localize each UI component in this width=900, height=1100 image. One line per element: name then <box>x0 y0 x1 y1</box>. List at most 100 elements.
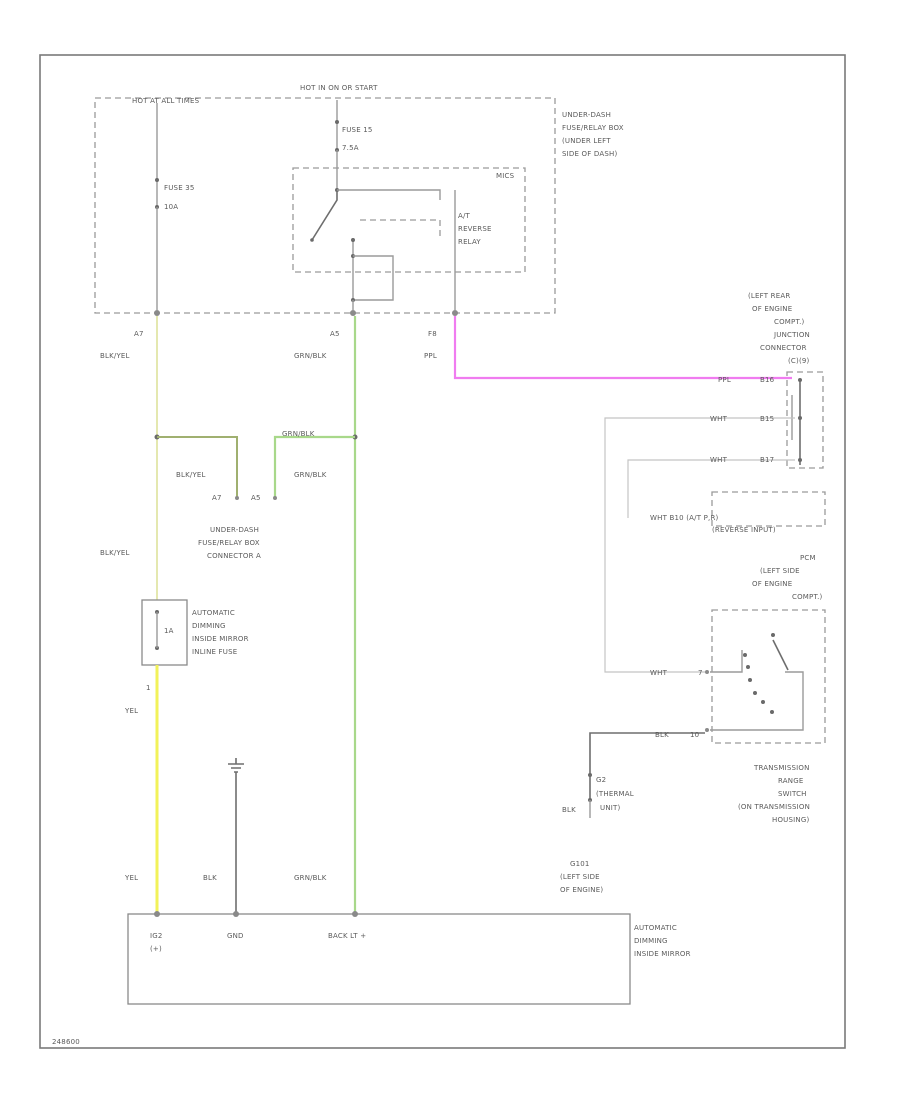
label-wht-trs: WHT <box>650 669 668 677</box>
relay-coil-loop <box>353 255 394 301</box>
wire-relay-feed-to-coil <box>337 189 441 200</box>
pin-a5-terminal <box>350 310 356 316</box>
label-g101-3: OF ENGINE) <box>560 886 603 894</box>
trs-pin-10 <box>705 728 709 732</box>
label-g101-2: (LEFT SIDE <box>560 873 600 881</box>
trs-contact-3 <box>748 678 752 682</box>
label-pcm-4: COMPT.) <box>792 593 823 601</box>
wire-wht-1 <box>604 417 795 673</box>
label-blk-yel-lower: BLK/YEL <box>100 549 130 557</box>
label-blk-g2: BLK <box>562 806 576 814</box>
relay-switch-arm <box>311 190 338 241</box>
label-pcm-1: PCM <box>800 554 816 562</box>
label-left-rear-1: (LEFT REAR <box>748 292 790 300</box>
trs-contact-1 <box>743 653 747 657</box>
label-blk-trs-pin: 10 <box>690 731 699 739</box>
label-underdash-box-3: (UNDER LEFT <box>562 137 611 145</box>
label-grn-blk-bottom: GRN/BLK <box>294 874 327 882</box>
trs-switch-outline <box>710 650 804 731</box>
label-trs-2: RANGE <box>778 777 803 785</box>
label-auto-dim-mirror-1: AUTOMATIC <box>634 924 677 932</box>
trs-contact-2 <box>746 665 750 669</box>
label-fuse-35-amp: 10A <box>164 203 178 211</box>
label-left-rear-3: COMPT.) <box>774 318 805 326</box>
label-underdash-box-2: FUSE/RELAY BOX <box>562 124 624 132</box>
label-wht-pin2: B17 <box>760 456 774 464</box>
label-wht-trs-pin: 7 <box>698 669 703 677</box>
label-connector-pin-a5: A5 <box>251 494 261 502</box>
label-gnd-pin: GND <box>227 932 244 940</box>
label-trs-1: TRANSMISSION <box>753 764 810 772</box>
label-trs-3: SWITCH <box>778 790 807 798</box>
label-wht-b10: WHT B10 (A/T P,R) <box>650 514 719 522</box>
label-left-rear-2: OF ENGINE <box>752 305 792 313</box>
label-ig-pin: IG2 <box>150 932 163 940</box>
label-left-rear-5: CONNECTOR <box>760 344 807 352</box>
wire-ppl <box>453 316 792 380</box>
diagram-frame <box>39 54 846 1049</box>
label-auto-dim-mirror-2: DIMMING <box>634 937 668 945</box>
underdash-fuse-relay-box <box>94 97 556 314</box>
label-pcm-2: (LEFT SIDE <box>760 567 800 575</box>
label-yel-upper: YEL <box>124 707 138 715</box>
label-pin-a5: A5 <box>330 330 340 338</box>
mirror-pin-ig2 <box>154 911 160 917</box>
label-trs-5: HOUSING) <box>772 816 809 824</box>
wire-wht-2 <box>627 459 795 518</box>
label-wht-1: WHT <box>710 415 728 423</box>
mirror-pin-gnd <box>233 911 239 917</box>
trs-switch-arm <box>772 639 789 671</box>
label-pcm-3: OF ENGINE <box>752 580 792 588</box>
label-g2-2: (THERMAL <box>596 790 634 798</box>
mirror-inline-fuse <box>141 599 188 666</box>
label-at-relay-3: RELAY <box>458 238 481 246</box>
label-fuse-35: FUSE 35 <box>164 184 195 192</box>
fuse-15-terminal-top <box>335 120 339 124</box>
label-ppl-top: PPL <box>424 352 437 360</box>
label-grn-blk-branch: GRN/BLK <box>282 430 315 438</box>
label-ig-pin-sub: (+) <box>150 945 162 953</box>
wire-grn-blk-to-connector <box>273 435 355 497</box>
junction-pin-b16 <box>798 378 802 382</box>
label-connector-pin-a7: A7 <box>212 494 222 502</box>
trs-contact-4 <box>753 691 757 695</box>
label-hot-in-on-or-start: HOT IN ON OR START <box>300 84 378 92</box>
pin-a7-terminal <box>154 310 160 316</box>
label-left-rear-6: (C)(9) <box>788 357 810 365</box>
label-grn-blk-top: GRN/BLK <box>294 352 327 360</box>
label-left-rear-4: JUNCTION <box>773 331 810 339</box>
label-mirror-fuse-3: INSIDE MIRROR <box>192 635 249 643</box>
junction-pin-b15 <box>798 416 802 420</box>
pin-f8-terminal <box>452 310 458 316</box>
connector-a-pin-a5 <box>273 496 277 500</box>
ground-symbol-icon <box>228 758 244 773</box>
label-underdash-connector-3: CONNECTOR A <box>207 552 261 560</box>
footer-code: 248600 <box>52 1038 80 1046</box>
wire-blk-trs <box>589 732 705 775</box>
at-reverse-relay-outline <box>360 219 441 240</box>
auto-dimming-mirror-box <box>127 913 631 1005</box>
trs-contact-6 <box>770 710 774 714</box>
label-fuse-15-amp: 7.5A <box>342 144 359 152</box>
label-underdash-box-1: UNDER-DASH <box>562 111 611 119</box>
label-reverse-input: (REVERSE INPUT) <box>712 526 776 534</box>
wire-blk-yel-to-connector <box>157 436 238 497</box>
label-g2-1: G2 <box>596 776 606 784</box>
label-blk-trs: BLK <box>655 731 669 739</box>
trs-contact-5 <box>761 700 765 704</box>
label-underdash-connector-1: UNDER-DASH <box>210 526 259 534</box>
label-g2-3: UNIT) <box>600 804 621 812</box>
label-at-relay-2: REVERSE <box>458 225 492 233</box>
label-wht-2: WHT <box>710 456 728 464</box>
trans-range-switch-box <box>711 609 826 744</box>
label-grn-blk-mid: GRN/BLK <box>294 471 327 479</box>
label-pin-f8: F8 <box>428 330 437 338</box>
label-g101-1: G101 <box>570 860 590 868</box>
connector-a-pin-a7 <box>235 496 239 500</box>
label-pin-a7: A7 <box>134 330 144 338</box>
label-wht-pin1: B15 <box>760 415 774 423</box>
label-mirror-fuse-4: INLINE FUSE <box>192 648 237 656</box>
fuse-35-terminal-top <box>155 178 159 182</box>
label-underdash-connector-2: FUSE/RELAY BOX <box>198 539 260 547</box>
